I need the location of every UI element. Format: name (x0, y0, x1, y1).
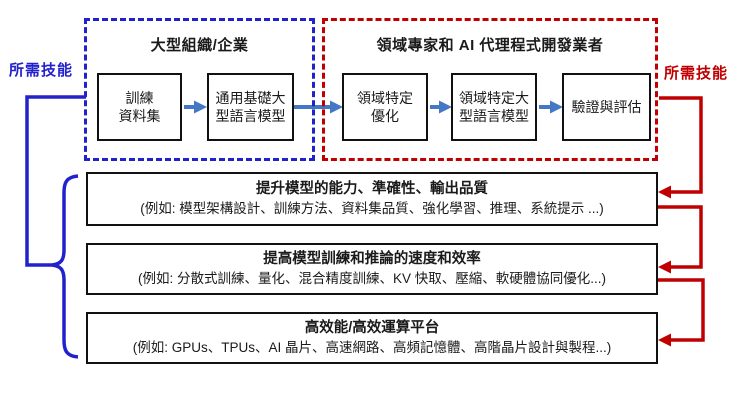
skill-box-title: 提升模型的能力、準確性、輸出品質 (256, 181, 488, 198)
right-skills-label: 所需技能 (664, 65, 729, 82)
skill-box-title: 提高模型訓練和推論的速度和效率 (263, 251, 481, 268)
red-arrow-domaingroup-to-box1 (658, 96, 703, 199)
domain-group-box (322, 18, 658, 161)
blue-skills-connector (25, 95, 86, 359)
red-arrow-box1-to-box2 (658, 205, 703, 274)
enterprise-group-box (84, 18, 315, 161)
domain-group-title: 領域專家和 AI 代理程式開發業者 (376, 37, 604, 54)
skill-box-title: 高效能/高效運算平台 (304, 320, 440, 337)
enterprise-group-title: 大型組織/企業 (150, 37, 249, 54)
skill-box-examples: (例如: GPUs、TPUs、AI 晶片、高速網路、高頻記憶體、高階晶片設計與製… (132, 340, 612, 356)
node-validation-evaluation: 驗證與評估 (562, 73, 651, 141)
node-training-dataset: 訓練 資料集 (97, 73, 182, 141)
red-skills-connectors (658, 96, 705, 347)
skill-box-examples: (例如: 模型架構設計、訓練方法、資料集品質、強化學習、推理、系統提示 ...) (140, 201, 604, 217)
skill-box-training-efficiency: 提高模型訓練和推論的速度和效率 (例如: 分散式訓練、量化、混合精度訓練、KV … (86, 243, 658, 295)
node-domain-llm: 領域特定大 型語言模型 (451, 73, 537, 141)
node-general-base-llm: 通用基礎大 型語言模型 (207, 73, 294, 141)
skill-box-model-quality: 提升模型的能力、準確性、輸出品質 (例如: 模型架構設計、訓練方法、資料集品質、… (86, 172, 658, 226)
skill-box-compute-platform: 高效能/高效運算平台 (例如: GPUs、TPUs、AI 晶片、高速網路、高頻記… (86, 312, 658, 364)
red-arrow-box2-to-box3 (658, 278, 705, 347)
node-domain-optimization: 領域特定 優化 (342, 73, 428, 141)
skill-box-examples: (例如: 分散式訓練、量化、混合精度訓練、KV 快取、壓縮、軟硬體協同優化...… (137, 271, 606, 287)
blue-brace (51, 174, 79, 359)
left-skills-label: 所需技能 (9, 62, 74, 79)
